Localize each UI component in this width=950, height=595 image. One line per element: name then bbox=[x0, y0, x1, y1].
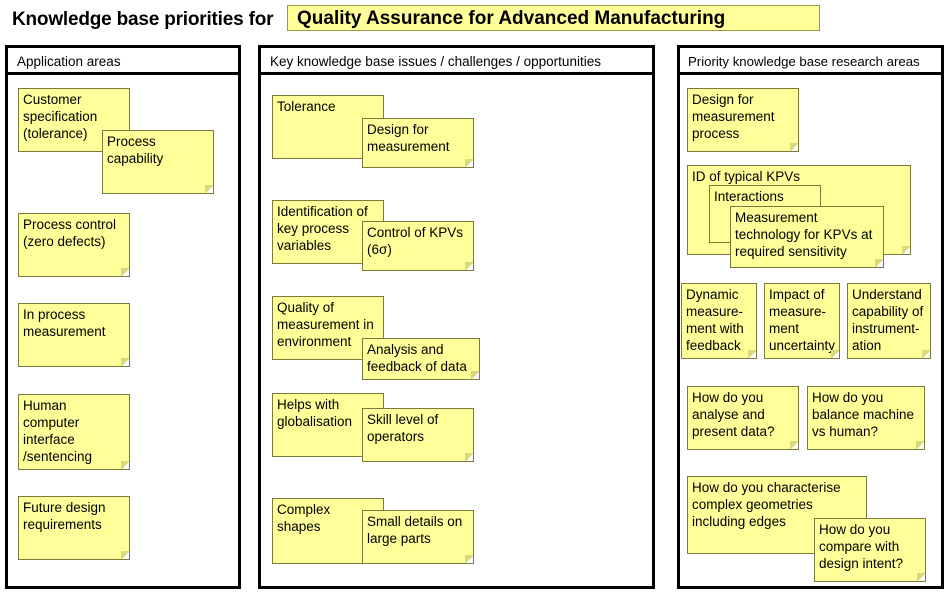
column-application-areas: Application areas Customer specification… bbox=[5, 45, 241, 589]
topic-title: Quality Assurance for Advanced Manufactu… bbox=[287, 5, 820, 31]
sticky-note: Design for measurement bbox=[362, 118, 474, 168]
sticky-note: Customer specification (tolerance) bbox=[18, 88, 130, 152]
sticky-note: Understand capability of instrument-atio… bbox=[847, 283, 931, 359]
sticky-note: Analysis and feedback of data bbox=[362, 338, 480, 380]
sticky-note: Dynamic measure-ment with feedback bbox=[681, 283, 757, 359]
column-heading: Priority knowledge base research areas bbox=[680, 48, 941, 75]
sticky-note: Identification of key process variables bbox=[272, 200, 384, 264]
sticky-note: Control of KPVs (6σ) bbox=[362, 221, 474, 271]
sticky-note: How do you analyse and present data? bbox=[687, 386, 799, 450]
sticky-note: Small details on large parts bbox=[362, 510, 474, 564]
sticky-note: Future design requirements bbox=[18, 496, 130, 560]
column-key-issues: Key knowledge base issues / challenges /… bbox=[258, 45, 655, 589]
sticky-note: Measurement technology for KPVs at requi… bbox=[730, 206, 884, 268]
column-heading: Key knowledge base issues / challenges /… bbox=[261, 48, 652, 75]
sticky-note: In process measurement bbox=[18, 303, 130, 367]
sticky-note: Skill level of operators bbox=[362, 408, 474, 462]
column-research-areas: Priority knowledge base research areas D… bbox=[677, 45, 944, 589]
sticky-note: Impact of measure-ment uncertainty bbox=[764, 283, 840, 359]
sticky-note: Process control (zero defects) bbox=[18, 213, 130, 277]
column-heading: Application areas bbox=[8, 48, 238, 75]
sticky-note: Quality of measurement in environment bbox=[272, 296, 384, 360]
page-title: Knowledge base priorities for bbox=[12, 9, 274, 30]
sticky-note: Design for measurement process bbox=[687, 88, 799, 152]
sticky-note: Process capability bbox=[102, 130, 214, 194]
sticky-note: Human computer interface /sentencing bbox=[18, 394, 130, 470]
sticky-note: How do you compare with design intent? bbox=[814, 518, 926, 582]
sticky-note: How do you balance machine vs human? bbox=[807, 386, 925, 450]
